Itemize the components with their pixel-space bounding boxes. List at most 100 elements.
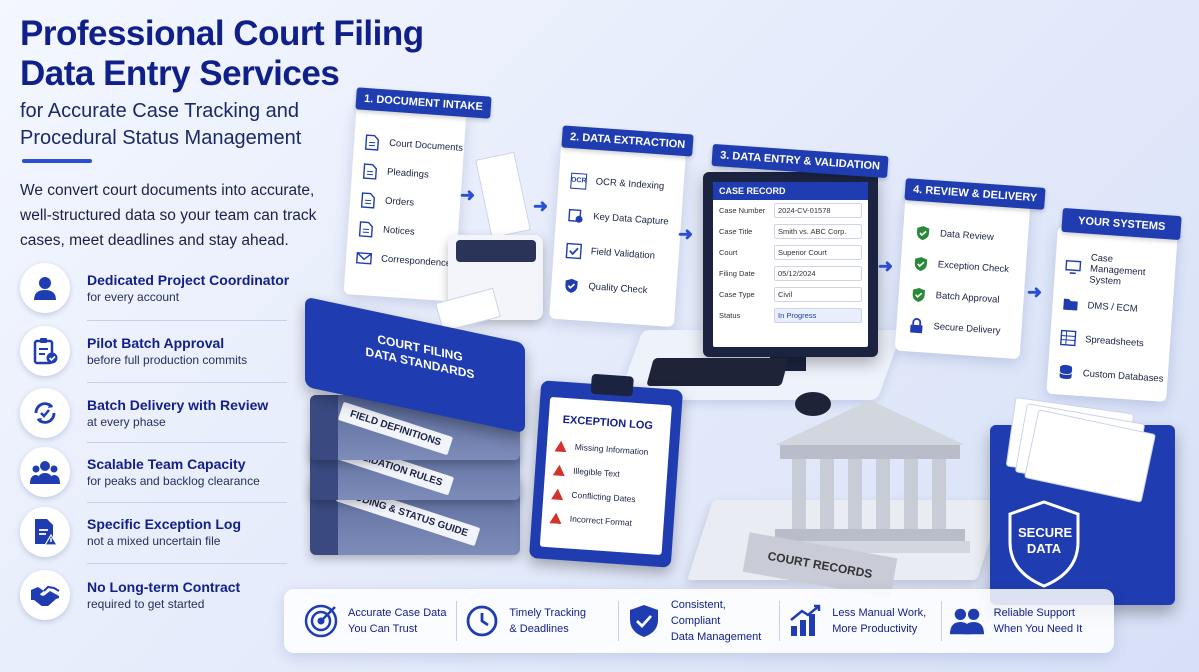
system-item-label: Custom Databases	[1082, 367, 1164, 385]
data-extraction-panel: OCR OCR & Indexing Key Data Capture Fiel…	[549, 143, 686, 328]
extraction-item: Key Data Capture	[567, 198, 682, 241]
feature-item: Specific Exception Log not a mixed uncer…	[20, 503, 290, 561]
benefit-line2: You Can Trust	[348, 623, 418, 635]
review-item: Batch Approval	[910, 278, 1025, 317]
arrow-right-icon: ➜	[460, 185, 476, 205]
review-delivery-panel: Data Review Exception Check Batch Approv…	[894, 195, 1031, 360]
shield-check-icon	[912, 287, 926, 302]
arrow-right-icon: ➜	[678, 224, 694, 244]
extraction-item-label: OCR & Indexing	[595, 176, 665, 193]
feature-subtitle: before full production commits	[87, 352, 248, 367]
review-item-label: Exception Check	[937, 259, 1010, 276]
exception-log-title: EXCEPTION LOG	[562, 413, 654, 433]
clipboard-check-icon	[20, 326, 70, 376]
arrow-right-icon: ➜	[533, 196, 549, 216]
feature-divider	[87, 502, 287, 503]
extraction-item-label: Key Data Capture	[592, 211, 669, 228]
system-item: Case Management System	[1064, 247, 1177, 295]
system-item: Spreadsheets	[1059, 320, 1171, 362]
record-value: Civil	[774, 287, 862, 302]
system-item: Custom Databases	[1057, 354, 1169, 396]
intake-item: Pleadings	[361, 156, 463, 192]
secure-data-box: SECURE DATA	[990, 396, 1175, 605]
intake-item: Correspondence	[355, 243, 457, 279]
team-icon	[20, 447, 70, 497]
intake-item-label: Orders	[384, 195, 415, 209]
system-item-label: Spreadsheets	[1084, 333, 1145, 349]
review-item: Exception Check	[912, 248, 1027, 287]
benefit-line1: Accurate Case Data	[348, 607, 447, 619]
shield-check-icon	[914, 256, 928, 271]
feature-divider	[87, 442, 287, 443]
page-subtitle: for Accurate Case Tracking and Procedura…	[20, 100, 302, 149]
record-value: 2024-CV-01578	[774, 203, 862, 218]
warning-icon	[552, 463, 566, 476]
benefit-line1: Consistent, Compliant	[670, 599, 726, 627]
benefit-item: Timely Tracking & Deadlines	[457, 601, 619, 641]
system-item: DMS / ECM	[1061, 287, 1173, 329]
extraction-item: Quality Check	[562, 267, 677, 310]
secure-data-label: SECURE DATA	[1018, 525, 1073, 556]
exception-label: Incorrect Format	[569, 513, 633, 528]
feature-subtitle: not a mixed uncertain file	[87, 533, 221, 548]
arrow-right-icon: ➜	[878, 256, 894, 276]
extraction-item-label: Quality Check	[587, 281, 648, 297]
database-icon	[1059, 364, 1073, 379]
document-icon	[358, 220, 374, 237]
refresh-check-icon	[20, 388, 70, 438]
feature-item: Pilot Batch Approval before full product…	[20, 322, 290, 380]
team-support-icon	[949, 604, 984, 638]
benefit-line1: Reliable Support	[993, 607, 1075, 619]
intake-item-label: Court Documents	[388, 137, 464, 154]
feature-subtitle: required to get started	[87, 596, 205, 611]
target-icon	[304, 604, 338, 638]
warning-icon	[551, 487, 564, 500]
case-record-screen: CASE RECORD Case Number 2024-CV-01578 Cas…	[713, 182, 868, 347]
intake-item-label: Notices	[382, 224, 416, 238]
your-systems-panel: Case Management System DMS / ECM Spreads…	[1046, 226, 1178, 402]
feature-title: Batch Delivery with Review	[87, 396, 269, 413]
extraction-item: Field Validation	[565, 232, 680, 275]
system-item-label: DMS / ECM	[1087, 299, 1138, 315]
exception-log-clipboard: EXCEPTION LOG Missing Information Illegi…	[528, 373, 684, 568]
intake-item-label: Correspondence	[380, 253, 452, 270]
arrow-right-icon: ➜	[1027, 282, 1043, 302]
extraction-item-label: Field Validation	[590, 246, 656, 262]
lock-icon	[910, 317, 923, 333]
intro-text: We convert court documents into accurate…	[20, 182, 317, 249]
feature-divider	[87, 382, 287, 383]
shield-check-icon	[627, 604, 661, 638]
benefit-line1: Timely Tracking	[509, 607, 587, 619]
feature-divider	[87, 320, 287, 321]
record-key: Case Title	[719, 227, 753, 236]
ocr-icon: OCR	[570, 172, 588, 190]
shield-check-icon	[917, 225, 930, 240]
accent-divider	[22, 159, 92, 163]
document-intake-panel: Court Documents Pleadings Orders Notices…	[343, 104, 467, 302]
courthouse-icon	[770, 395, 970, 555]
spreadsheet-icon	[1060, 329, 1077, 347]
review-item-label: Secure Delivery	[933, 321, 1001, 337]
record-row: Case Number 2024-CV-01578	[713, 200, 868, 221]
mouse-illustration	[795, 392, 831, 416]
handshake-icon	[20, 570, 70, 620]
folder-icon	[1063, 298, 1078, 311]
case-record-title: CASE RECORD	[713, 182, 868, 200]
record-key: Case Number	[719, 206, 766, 215]
status-select: In Progress	[774, 308, 862, 323]
feature-item: No Long-term Contract required to get st…	[20, 566, 290, 624]
warning-icon	[554, 439, 568, 452]
benefit-item: Less Manual Work,More Productivity	[780, 601, 942, 641]
record-value: Smith vs. ABC Corp.	[774, 224, 862, 239]
intake-item-label: Pleadings	[386, 166, 430, 181]
benefit-line2: Data Management	[670, 631, 762, 643]
feature-subtitle: for peaks and backlog clearance	[87, 473, 260, 488]
benefit-line2: & Deadlines	[509, 623, 569, 635]
shield-check-icon	[565, 278, 578, 293]
record-value: 05/12/2024	[774, 266, 862, 281]
